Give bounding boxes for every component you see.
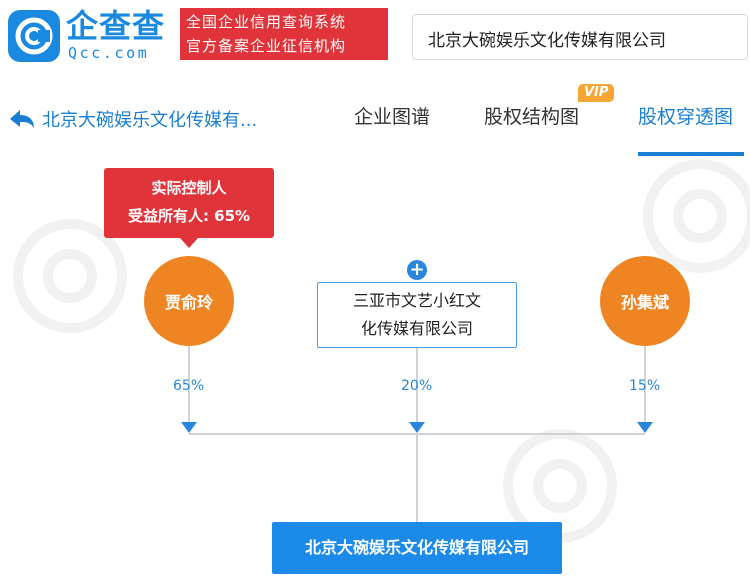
shareholder-node-3[interactable]: 孙集斌 bbox=[600, 256, 690, 346]
vip-badge: VIP bbox=[578, 84, 615, 102]
graph-nav-bar: 北京大碗娱乐文化传媒有... 企业图谱 股权结构图 VIP 股权穿透图 bbox=[0, 80, 750, 156]
shareholder-name-line-2: 化传媒有限公司 bbox=[360, 319, 473, 338]
tooltip-title: 实际控制人 bbox=[151, 179, 227, 197]
shareholder-name: 贾俞玲 bbox=[164, 293, 213, 312]
badge-line-1: 全国企业信用查询系统 bbox=[186, 13, 347, 31]
certification-badge: 全国企业信用查询系统 官方备案企业征信机构 bbox=[180, 8, 388, 60]
tab-equity-structure[interactable]: 股权结构图 bbox=[484, 106, 580, 128]
qcc-logo-icon[interactable] bbox=[8, 10, 60, 62]
actual-controller-tooltip: 实际控制人 受益所有人: 65% bbox=[104, 168, 274, 248]
shareholder-node-1[interactable]: 贾俞玲 bbox=[144, 256, 234, 346]
tab-enterprise-graph[interactable]: 企业图谱 bbox=[354, 106, 431, 128]
target-company-node[interactable]: 北京大碗娱乐文化传媒有限公司 bbox=[272, 522, 562, 574]
share-percent-3: 15% bbox=[629, 378, 661, 394]
tab-equity-penetration[interactable]: 股权穿透图 bbox=[638, 106, 734, 128]
active-tab-indicator bbox=[638, 152, 744, 156]
logo-domain: Qcc.com bbox=[68, 44, 150, 62]
search-value: 北京大碗娱乐文化传媒有限公司 bbox=[428, 31, 666, 51]
site-header: 企查查 Qcc.com 全国企业信用查询系统 官方备案企业征信机构 北京大碗娱乐… bbox=[0, 0, 750, 80]
shareholder-node-2[interactable]: 三亚市文艺小红文 化传媒有限公司 bbox=[317, 282, 517, 348]
watermark-layer bbox=[13, 159, 750, 543]
connector-lines bbox=[181, 346, 653, 522]
back-company-name: 北京大碗娱乐文化传媒有... bbox=[42, 110, 258, 131]
expand-plus-icon[interactable]: + bbox=[407, 260, 427, 280]
search-input[interactable]: 北京大碗娱乐文化传媒有限公司 bbox=[412, 14, 748, 60]
equity-penetration-graph: 实际控制人 受益所有人: 65% 贾俞玲 + 三亚市文艺小红文 化传媒有限公司 … bbox=[0, 156, 750, 587]
logo-text[interactable]: 企查查 bbox=[66, 7, 166, 45]
share-percent-2: 20% bbox=[401, 378, 433, 394]
back-arrow-icon bbox=[10, 110, 34, 128]
share-percent-1: 65% bbox=[173, 378, 205, 394]
back-button[interactable]: 北京大碗娱乐文化传媒有... bbox=[8, 104, 257, 134]
shareholder-name: 孙集斌 bbox=[620, 293, 669, 312]
tooltip-detail: 受益所有人: 65% bbox=[127, 207, 251, 225]
badge-line-2: 官方备案企业征信机构 bbox=[186, 37, 347, 55]
shareholder-name-line-1: 三亚市文艺小红文 bbox=[352, 291, 481, 310]
